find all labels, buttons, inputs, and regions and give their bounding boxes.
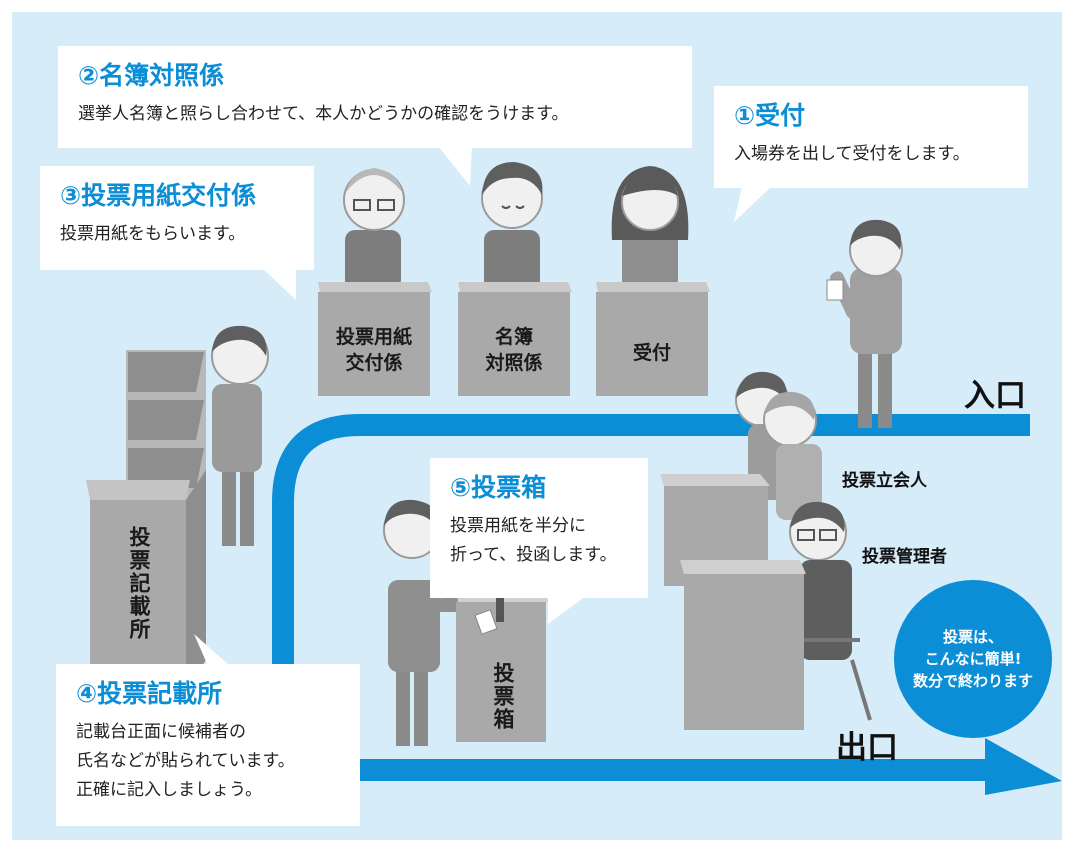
ballot-issuer-text: 投票用紙をもらいます。 [60,224,246,244]
ballot-box [456,588,548,742]
booth-bubble: ④投票記載所 記載台正面に候補者の 氏名などが貼られています。 正確に記入しまし… [56,664,360,826]
ballot-issuer-title: ③投票用紙交付係 [60,181,257,210]
desk-roster [458,282,572,396]
booth-label: 投票記載所 [127,526,151,641]
desk-issuer [318,282,432,396]
witness-label: 投票立会人 [842,471,927,491]
summary-circle: 投票は、 こんなに簡単! 数分で終わります [894,580,1052,738]
voting-booths [86,350,206,690]
ballot-box-text: 投票用紙を半分に 折って、投函します。 [450,516,617,565]
ballot-issuer-bubble: ③投票用紙交付係 投票用紙をもらいます。 [40,166,314,270]
ballot-box-bubble: ⑤投票箱 投票用紙を半分に 折って、投函します。 [430,458,648,598]
exit-arrow-icon [985,738,1062,795]
booth-text: 記載台正面に候補者の 氏名などが貼られています。 正確に記入しましょう。 [76,722,295,800]
exit-label: 出口 [836,730,898,766]
roster-bubble: ②名簿対照係 選挙人名簿と照らし合わせて、本人かどうかの確認をうけます。 [58,46,692,148]
roster-text: 選挙人名簿と照らし合わせて、本人かどうかの確認をうけます。 [78,104,569,124]
manager-label: 投票管理者 [862,547,947,567]
officials-tables [660,474,806,730]
booth-title: ④投票記載所 [76,679,223,708]
staff-roster [481,162,543,290]
officials [735,371,872,721]
voter-at-booth [211,325,269,546]
desk-reception [596,282,710,396]
reception-bubble: ①受付 入場券を出して受付をします。 [714,86,1028,188]
desk-issuer-label: 投票用紙 交付係 [335,326,412,374]
ballot-box-label: 投票箱 [491,662,515,731]
desk-roster-label: 名簿 対照係 [485,326,543,374]
reception-text: 入場券を出して受付をします。 [734,144,970,164]
entrance-label: 入口 [964,378,1026,414]
voter-at-box [383,499,492,746]
desk-reception-label: 受付 [632,342,671,364]
reception-title: ①受付 [734,101,806,130]
staff-issuer [343,168,405,290]
staff-reception [611,166,689,290]
bubble-tails [194,146,772,666]
ballot-box-title: ⑤投票箱 [450,473,547,502]
voter-arriving [826,219,903,428]
roster-title: ②名簿対照係 [78,61,225,90]
